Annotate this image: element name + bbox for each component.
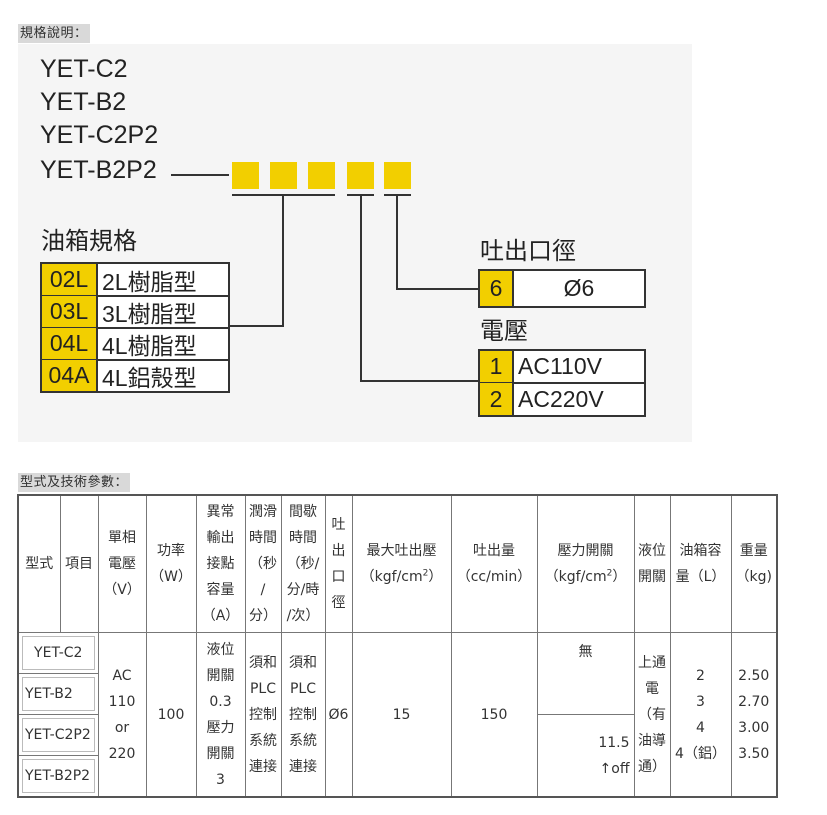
header-weight: 重量（kg) <box>730 494 778 633</box>
header-alarm-contact: 異常輸出接點容量（A） <box>195 494 246 633</box>
connector-line <box>396 194 398 290</box>
header-type: 型式 <box>17 494 61 633</box>
connector-line <box>396 288 480 290</box>
voltage-code: 2 <box>480 383 514 415</box>
code-slot <box>270 162 297 189</box>
tank-option: 04L 4L樹脂型 <box>42 328 228 361</box>
technical-params-title: 型式及技術參數： <box>18 473 131 492</box>
tank-option: 02L 2L樹脂型 <box>42 264 228 297</box>
model-name: YET-B2 <box>40 88 127 116</box>
tank-option: 03L 3L樹脂型 <box>42 296 228 329</box>
code-slot <box>232 162 259 189</box>
outlet-table: 6 Ø6 <box>478 269 646 308</box>
outlet-diameter-title: 吐出口徑 <box>480 237 576 265</box>
header-output: 吐出量（cc/min） <box>450 494 538 633</box>
header-voltage: 單相電壓（V） <box>97 494 147 633</box>
technical-spec-table: 型式 項目 單相電壓（V） 功率（W） 異常輸出接點容量（A） 潤滑時間（秒/分… <box>17 494 778 798</box>
tank-code: 03L <box>42 296 98 327</box>
code-slot <box>384 162 411 189</box>
header-max-pressure: 最大吐出壓 （kgf/cm2） <box>351 494 452 633</box>
header-item: 項目 <box>59 494 99 633</box>
code-slot <box>308 162 335 189</box>
table-header-row: 型式 項目 單相電壓（V） 功率（W） 異常輸出接點容量（A） 潤滑時間（秒/分… <box>17 494 778 633</box>
voltage-code: 1 <box>480 351 514 382</box>
pressure-switch-none-cell: 無 <box>536 632 635 715</box>
tank-spec-title: 油箱規格 <box>41 227 137 255</box>
code-slot <box>347 162 374 189</box>
voltage-option: 2 AC220V <box>480 383 644 415</box>
header-lube-time: 潤滑時間（秒/分） <box>244 494 282 633</box>
tank-desc: 4L鋁殼型 <box>102 364 197 391</box>
model-cell: YET-C2 <box>17 632 99 674</box>
outlet-cell: Ø6 <box>324 632 353 798</box>
model-cell: YET-C2P2 <box>17 714 99 756</box>
model-cell: YET-B2 <box>17 673 99 715</box>
header-outlet-diameter: 吐出口徑 <box>324 494 353 633</box>
connector-line <box>360 380 480 382</box>
outlet-desc: Ø6 <box>563 275 595 301</box>
level-switch-cell: 上通電（有油導通） <box>633 632 671 798</box>
connector-line <box>360 194 362 382</box>
tank-option: 04A 4L鋁殼型 <box>42 360 228 391</box>
model-name: YET-C2 <box>40 55 128 83</box>
table-row: YET-C2P2 11.5↑off <box>17 714 777 798</box>
header-tank-capacity: 油箱容量（L） <box>669 494 732 633</box>
model-cell: YET-B2P2 <box>17 755 99 798</box>
tank-spec-table: 02L 2L樹脂型 03L 3L樹脂型 04L 4L樹脂型 04A 4L鋁殼型 <box>40 262 230 393</box>
tank-desc: 4L樹脂型 <box>102 332 197 359</box>
header-power: 功率（W） <box>145 494 197 633</box>
spec-description-title: 規格說明： <box>18 24 90 43</box>
spec-code-diagram: YET-C2 YET-B2 YET-C2P2 YET-B2P2 油箱規格 02L… <box>18 44 692 442</box>
tank-desc: 2L樹脂型 <box>102 268 197 295</box>
model-name: YET-B2P2 <box>40 156 157 184</box>
header-interval-time: 間歇時間（秒/分/時/次） <box>280 494 326 633</box>
tank-code: 04A <box>42 360 98 391</box>
max-pressure-cell: 15 <box>351 632 452 798</box>
header-pressure-switch: 壓力開關 （kgf/cm2） <box>536 494 635 633</box>
model-name: YET-C2P2 <box>40 121 159 149</box>
header-level-switch: 液位開關 <box>633 494 671 633</box>
power-cell: 100 <box>145 632 197 798</box>
voltage-table: 1 AC110V 2 AC220V <box>478 349 646 417</box>
outlet-option: 6 Ø6 <box>480 271 644 306</box>
table-row: YET-B2 <box>17 673 777 715</box>
voltage-title: 電壓 <box>480 317 528 345</box>
voltage-desc: AC110V <box>518 353 602 379</box>
dash-line <box>171 174 229 176</box>
voltage-option: 1 AC110V <box>480 351 644 384</box>
connector-line <box>228 325 284 327</box>
tank-desc: 3L樹脂型 <box>102 300 197 327</box>
outlet-code: 6 <box>480 271 514 306</box>
connector-line <box>282 194 284 326</box>
tank-code: 02L <box>42 264 98 295</box>
table-row: YET-B2P2 <box>17 755 777 798</box>
output-cell: 150 <box>450 632 538 798</box>
tank-code: 04L <box>42 328 98 359</box>
voltage-desc: AC220V <box>518 385 604 412</box>
pressure-switch-p2-cell: 11.5↑off <box>536 714 635 798</box>
